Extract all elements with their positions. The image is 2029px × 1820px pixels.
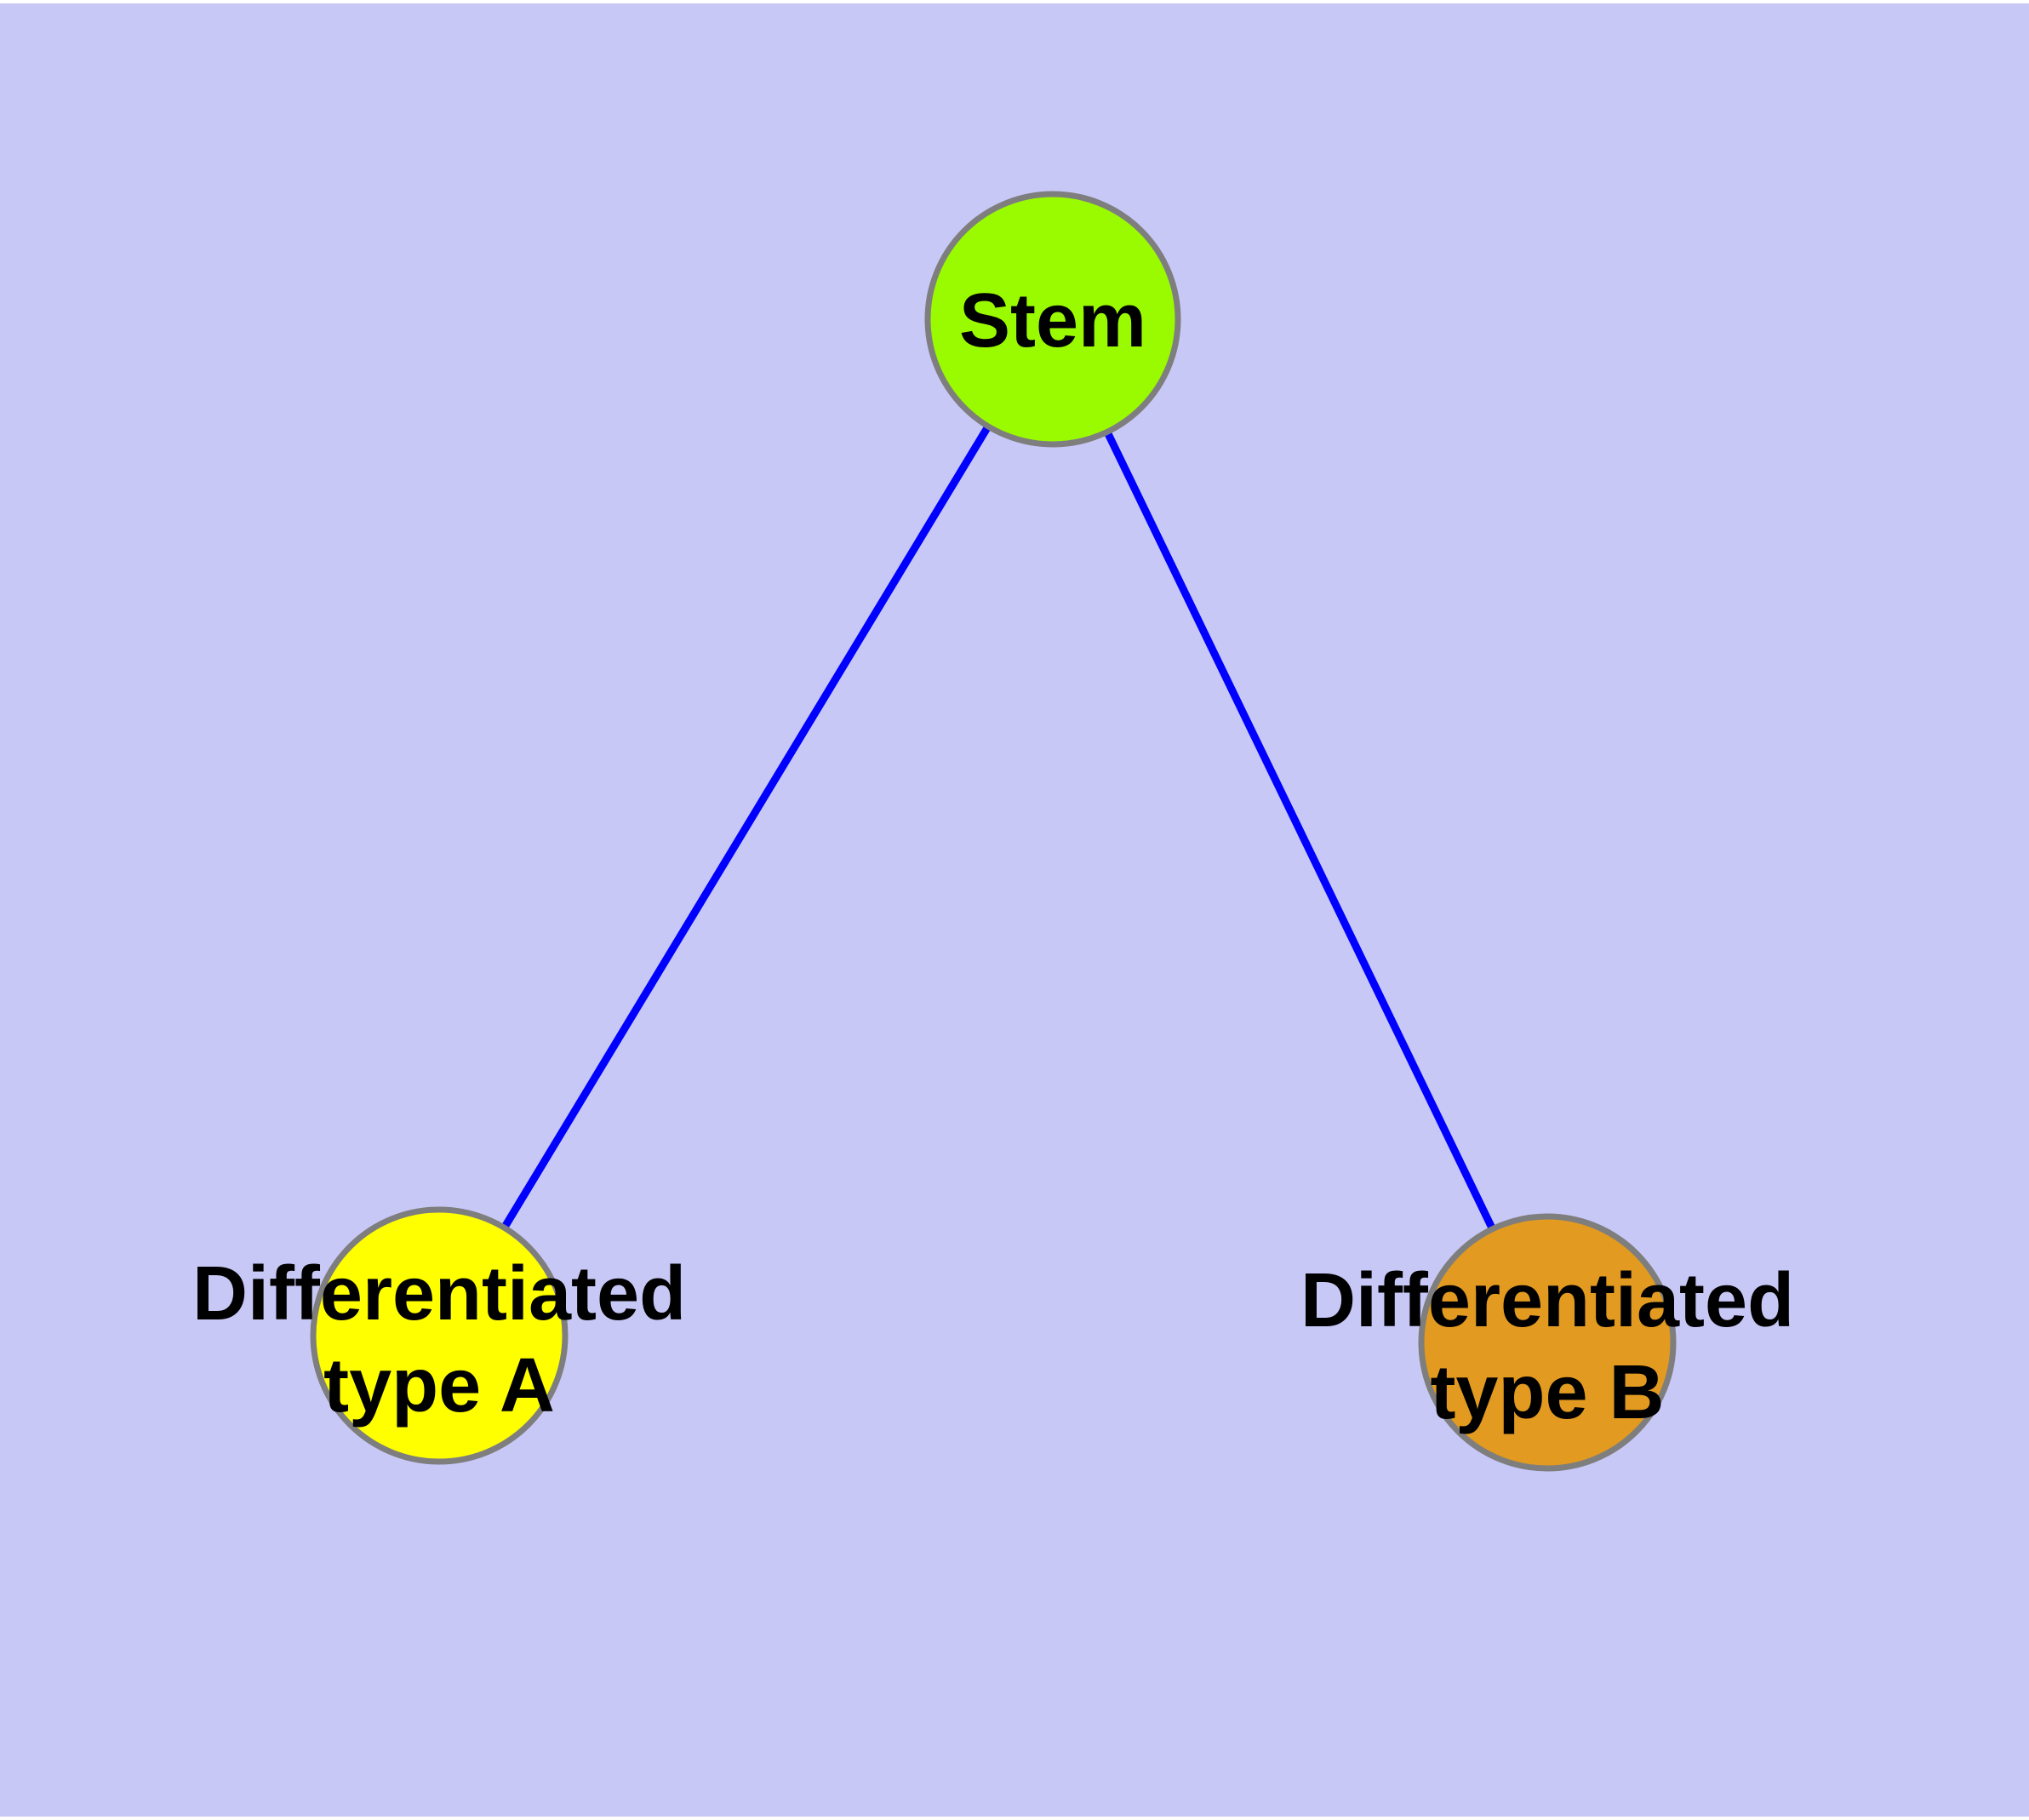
- stem-node-circle: [924, 191, 1181, 448]
- edge-stem-to-type-b: [1049, 318, 1552, 1344]
- differentiated-type-b-node-label: Differentiated type B: [1300, 1258, 1795, 1435]
- graph-svg: [0, 3, 2029, 1817]
- differentiated-type-b-node-circle: [1418, 1213, 1677, 1472]
- differentiated-type-a-node-label: Differentiated type A: [191, 1251, 687, 1428]
- differentiated-type-a-node-circle: [310, 1206, 569, 1465]
- stem-node-label: Stem: [958, 278, 1147, 363]
- edge-stem-to-type-a: [436, 317, 1056, 1338]
- graph-canvas: Stem Differentiated type A Differentiate…: [0, 3, 2029, 1817]
